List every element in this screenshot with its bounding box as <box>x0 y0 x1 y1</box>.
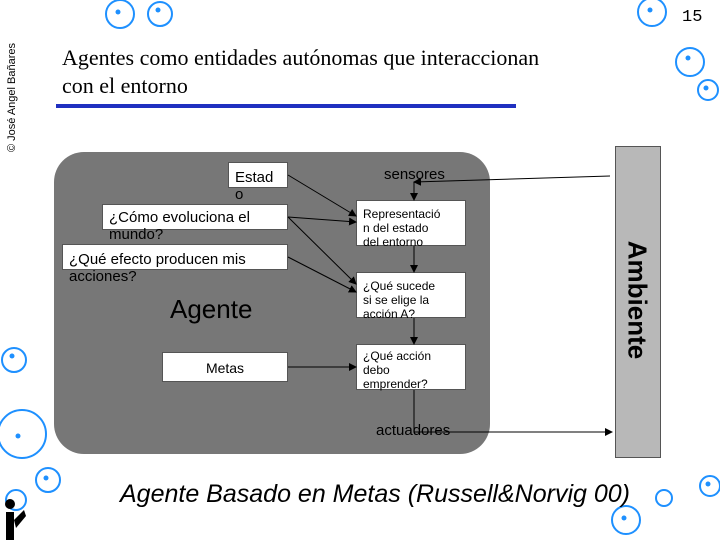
title-line-1: Agentes como entidades autónomas que int… <box>62 45 540 70</box>
action-box-label: ¿Qué acción debo emprender? <box>363 349 432 391</box>
representation-box-label: Representació n del estado del entorno <box>363 207 441 249</box>
what-if-box: ¿Qué sucede si se elige la acción A? <box>356 272 466 321</box>
environment-bar <box>615 146 661 458</box>
representation-box: Representació n del estado del entorno <box>356 200 466 249</box>
evolution-box-label: ¿Cómo evoluciona el mundo? <box>109 209 250 243</box>
effect-box-label: ¿Qué efecto producen mis acciones? <box>69 251 246 285</box>
evolution-box: ¿Cómo evoluciona el mundo? <box>102 204 288 243</box>
effect-box: ¿Qué efecto producen mis acciones? <box>62 244 288 285</box>
action-box: ¿Qué acción debo emprender? <box>356 344 466 391</box>
what-if-box-label: ¿Qué sucede si se elige la acción A? <box>363 279 436 321</box>
title-line-2: con el entorno <box>62 73 188 98</box>
page-number: 15 <box>682 8 703 27</box>
state-to-representation-arrow <box>287 174 357 217</box>
state-box-label: Estad o <box>235 169 274 203</box>
sensor-input-arrow <box>413 175 611 186</box>
state-box: Estad o <box>228 162 288 203</box>
diagram-caption: Agente Basado en Metas (Russell&Norvig 0… <box>120 480 630 508</box>
title-underline <box>56 104 516 108</box>
goals-box: Metas <box>162 352 288 382</box>
slide-title: Agentes como entidades autónomas que int… <box>62 44 662 100</box>
evolution-to-representation-arrow <box>287 216 357 226</box>
evolution-to-whatif-arrow <box>287 216 357 285</box>
actuators-label: actuadores <box>376 422 451 439</box>
agent-label: Agente <box>170 294 253 324</box>
sensors-label: sensores <box>384 166 445 183</box>
effect-to-whatif-arrow <box>287 256 357 293</box>
